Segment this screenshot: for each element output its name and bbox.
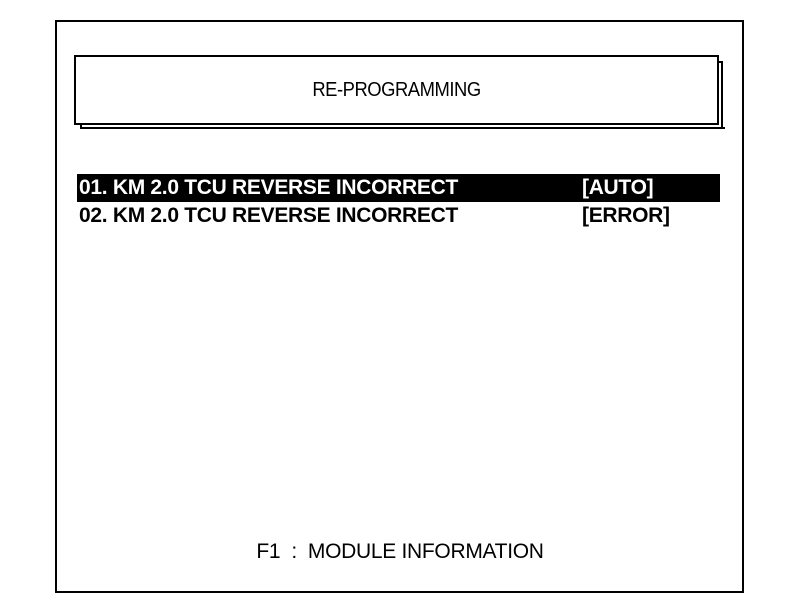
title-panel: RE-PROGRAMMING bbox=[74, 55, 725, 129]
program-item-02[interactable]: 02. KM 2.0 TCU REVERSE INCORRECT [ERROR] bbox=[77, 202, 720, 230]
program-item-label: 01. KM 2.0 TCU REVERSE INCORRECT bbox=[79, 176, 458, 199]
program-item-label: 02. KM 2.0 TCU REVERSE INCORRECT bbox=[79, 204, 458, 227]
page-title: RE-PROGRAMMING bbox=[312, 78, 481, 101]
program-list: 01. KM 2.0 TCU REVERSE INCORRECT [AUTO] … bbox=[77, 174, 720, 230]
function-key-hint: F1 : MODULE INFORMATION bbox=[256, 540, 544, 563]
program-item-status: [AUTO] bbox=[582, 176, 654, 199]
program-item-status: [ERROR] bbox=[582, 204, 670, 227]
program-item-01[interactable]: 01. KM 2.0 TCU REVERSE INCORRECT [AUTO] bbox=[77, 174, 720, 202]
